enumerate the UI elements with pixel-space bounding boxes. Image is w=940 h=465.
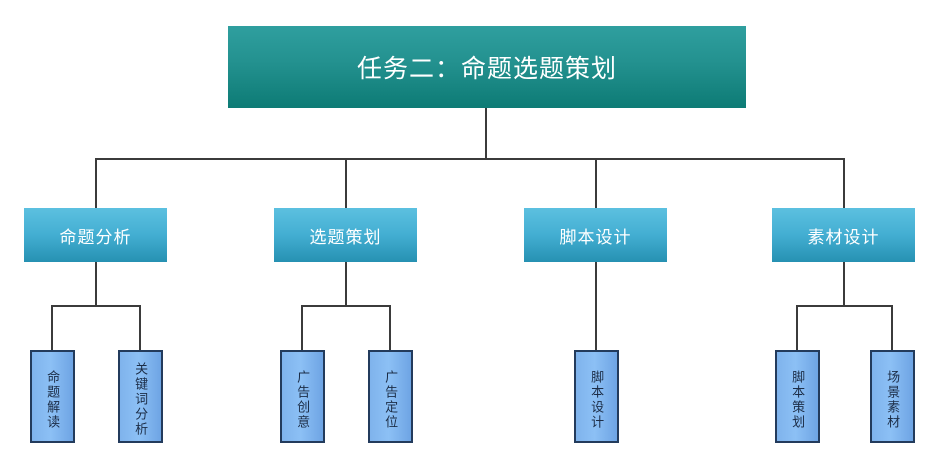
leaf-node-1-0-label: 广告创意 xyxy=(295,369,311,430)
connector-category-1-to-leaf-0 xyxy=(301,305,303,350)
connector-category-3-bus xyxy=(796,305,893,307)
leaf-node-3-0[interactable]: 脚本策划 xyxy=(775,350,820,443)
leaf-node-1-1[interactable]: 广告定位 xyxy=(368,350,413,443)
category-node-1-label: 选题策划 xyxy=(309,227,382,247)
leaf-node-3-1[interactable]: 场景素材 xyxy=(870,350,915,443)
root-node[interactable]: 任务二：命题选题策划 xyxy=(228,26,746,108)
category-node-2-label: 脚本设计 xyxy=(559,227,632,247)
leaf-node-0-1[interactable]: 关键词分析 xyxy=(118,350,163,443)
connector-category-1-bus xyxy=(301,305,391,307)
connector-bus-to-category-3 xyxy=(843,158,845,208)
connector-category-2-to-leaf-0 xyxy=(595,262,597,350)
category-node-1[interactable]: 选题策划 xyxy=(274,208,417,262)
connector-category-3-stem xyxy=(843,262,845,307)
category-node-3[interactable]: 素材设计 xyxy=(772,208,915,262)
connector-root-bus xyxy=(96,158,844,160)
leaf-node-3-1-label: 场景素材 xyxy=(885,369,901,430)
root-node-label: 任务二：命题选题策划 xyxy=(356,55,617,83)
connector-root-stem xyxy=(485,108,487,160)
connector-category-1-stem xyxy=(345,262,347,307)
category-node-0-label: 命题分析 xyxy=(59,227,132,247)
category-node-0[interactable]: 命题分析 xyxy=(24,208,167,262)
connector-category-0-stem xyxy=(95,262,97,307)
connector-category-0-to-leaf-0 xyxy=(51,305,53,350)
connector-bus-to-category-2 xyxy=(595,158,597,208)
category-node-3-label: 素材设计 xyxy=(807,227,880,247)
leaf-node-1-1-label: 广告定位 xyxy=(383,369,399,430)
connector-category-0-bus xyxy=(51,305,141,307)
leaf-node-0-0-label: 命题解读 xyxy=(45,369,61,430)
connector-category-3-to-leaf-0 xyxy=(796,305,798,350)
category-node-2[interactable]: 脚本设计 xyxy=(524,208,667,262)
connector-bus-to-category-1 xyxy=(345,158,347,208)
leaf-node-3-0-label: 脚本策划 xyxy=(790,369,806,430)
leaf-node-0-1-label: 关键词分析 xyxy=(133,362,149,437)
connector-category-1-to-leaf-1 xyxy=(389,305,391,350)
leaf-node-0-0[interactable]: 命题解读 xyxy=(30,350,75,443)
leaf-node-2-0[interactable]: 脚本设计 xyxy=(574,350,619,443)
leaf-node-2-0-label: 脚本设计 xyxy=(589,369,605,430)
leaf-node-1-0[interactable]: 广告创意 xyxy=(280,350,325,443)
connector-category-3-to-leaf-1 xyxy=(891,305,893,350)
connector-bus-to-category-0 xyxy=(95,158,97,208)
connector-category-0-to-leaf-1 xyxy=(139,305,141,350)
